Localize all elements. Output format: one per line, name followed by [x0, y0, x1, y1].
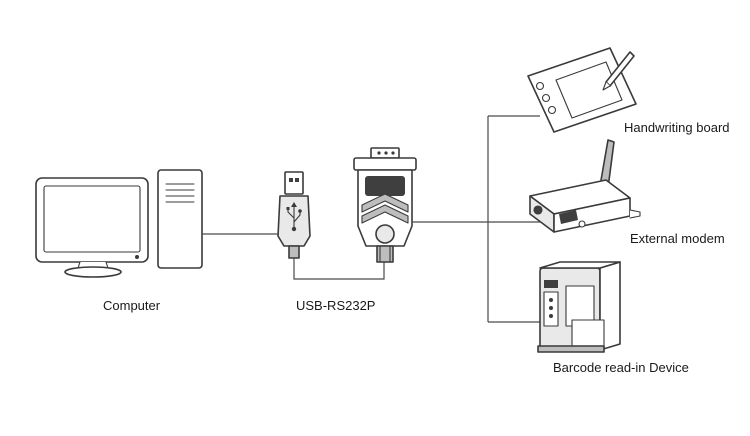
- barcode-device-label: Barcode read-in Device: [553, 360, 689, 375]
- computer-label: Computer: [103, 298, 161, 313]
- usb-connector-icon: [277, 171, 311, 259]
- monitor-icon: [35, 177, 149, 278]
- handwriting-board-icon: [527, 47, 637, 133]
- barcode-device-icon: [537, 261, 621, 353]
- external-modem-label: External modem: [630, 231, 725, 246]
- usb-icon: [286, 202, 302, 232]
- adapter-cable: [293, 258, 385, 280]
- adapter-label: USB-RS232P: [296, 298, 376, 313]
- rs232-adapter-icon: [353, 147, 417, 263]
- handwriting-board-label: Handwriting board: [624, 120, 730, 135]
- computer-tower-icon: [157, 169, 203, 269]
- external-modem-icon: [529, 139, 641, 233]
